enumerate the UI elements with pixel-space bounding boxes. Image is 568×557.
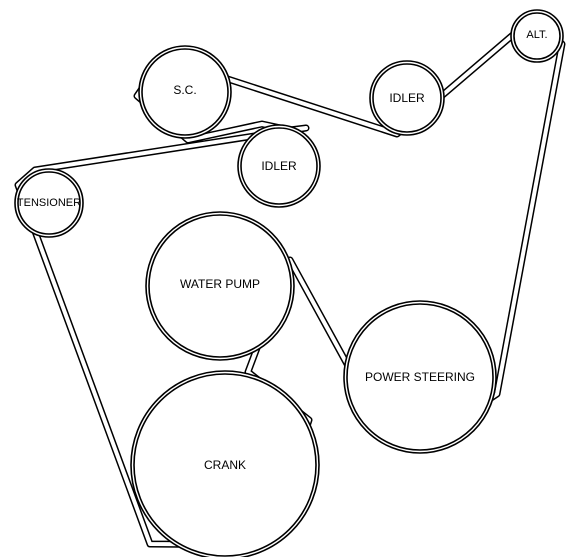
pulley-tensioner: TENSIONER <box>14 168 84 238</box>
power-steering-label: POWER STEERING <box>365 370 475 384</box>
pulley-crank: CRANK <box>130 370 320 557</box>
pulley-power-steering: POWER STEERING <box>343 300 497 454</box>
crank-label: CRANK <box>204 458 246 472</box>
water-pump-label: WATER PUMP <box>180 277 260 291</box>
pulley-sc: S.C. <box>138 45 232 139</box>
pulley-water-pump: WATER PUMP <box>145 211 295 361</box>
pulley-idler-mid: IDLER <box>237 124 321 208</box>
alt-label: ALT. <box>526 29 547 41</box>
idler-top-label: IDLER <box>389 91 425 105</box>
idler-mid-label: IDLER <box>261 159 297 173</box>
sc-label: S.C. <box>173 83 196 97</box>
pulley-alt: ALT. <box>510 9 564 63</box>
pulley-idler-top: IDLER <box>369 60 445 136</box>
tensioner-label: TENSIONER <box>17 197 81 209</box>
